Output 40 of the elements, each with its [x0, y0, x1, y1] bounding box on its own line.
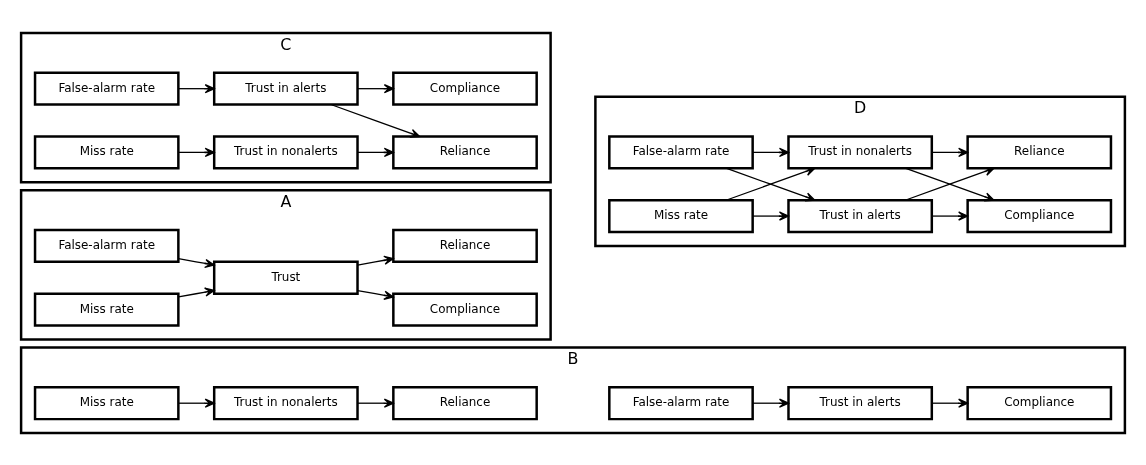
node-box: Miss rate	[33, 291, 180, 327]
node-box: Compliance	[966, 198, 1113, 233]
node-box: Reliance	[392, 228, 538, 263]
arrow	[931, 147, 969, 157]
arrow	[357, 255, 394, 266]
node-box: False-alarm rate	[608, 134, 754, 170]
node-box: Miss rate	[33, 134, 180, 170]
arrow	[357, 83, 394, 93]
node-box: Miss rate	[608, 198, 754, 233]
arrow	[752, 210, 790, 221]
arrow	[931, 398, 969, 408]
node-box: Reliance	[392, 134, 538, 170]
arrow	[357, 289, 394, 300]
arrow	[931, 210, 969, 221]
node-box: Miss rate	[33, 385, 180, 420]
arrow	[330, 103, 421, 138]
node-box: Trust in nonalerts	[212, 134, 359, 170]
node-box: Trust in alerts	[212, 71, 359, 106]
node-box: False-alarm rate	[608, 385, 754, 420]
arrow	[177, 147, 215, 157]
node-box: Compliance	[392, 71, 538, 106]
node-box: Reliance	[966, 134, 1113, 170]
arrow	[752, 147, 790, 157]
node-box: Trust in nonalerts	[212, 385, 359, 420]
node-box: Trust in nonalerts	[787, 134, 934, 170]
node-box: Trust in alerts	[787, 385, 934, 420]
arrow	[357, 398, 394, 408]
node-box: Reliance	[392, 385, 538, 420]
node-box: Compliance	[966, 385, 1113, 420]
node-box: Trust in alerts	[787, 198, 934, 233]
node-box: False-alarm rate	[33, 228, 180, 263]
arrow	[177, 286, 215, 298]
arrow	[177, 398, 215, 408]
arrow	[177, 83, 215, 93]
node-box: Trust	[212, 260, 359, 295]
node-box: Compliance	[392, 291, 538, 327]
arrow	[357, 147, 394, 157]
arrow	[177, 257, 215, 268]
node-box: False-alarm rate	[33, 71, 180, 106]
arrow	[752, 398, 790, 408]
